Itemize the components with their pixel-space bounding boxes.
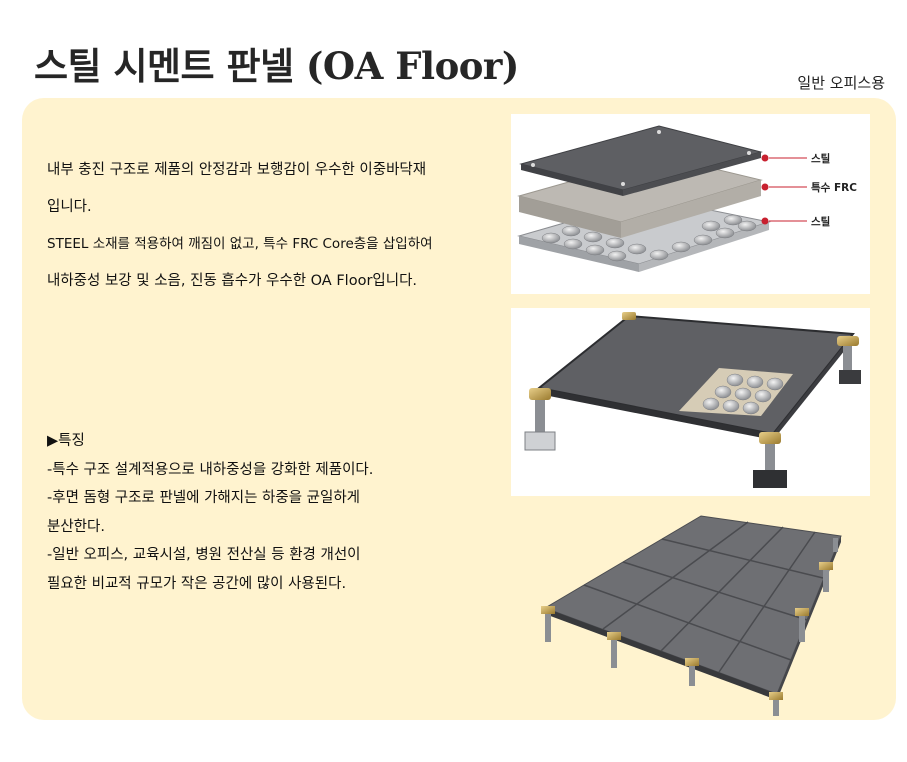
description-line: 내부 충진 구조로 제품의 안정감과 보행감이 우수한 이중바닥재 [47,162,427,178]
panel-pedestal-photo [511,308,870,496]
feature-line: -후면 돔형 구조로 판넬에 가해지는 하중을 균일하게 [47,490,361,506]
page-subtitle: 일반 오피스용 [797,74,885,92]
product-description: 내부 충진 구조로 제품의 안정감과 보행감이 우수한 이중바닥재 입니다. S… [47,152,502,300]
marker-middle [761,183,769,191]
marker-top [761,154,769,162]
feature-line: -일반 오피스, 교육시설, 병원 전산실 등 환경 개선이 [47,547,361,563]
panel-layer-diagram: 스틸 특수 FRC 스틸 [511,114,870,294]
installed-floor-svg [541,515,842,716]
description-line: 내하중성 보강 및 소음, 진동 흡수가 우수한 OA Floor입니다. [47,273,418,289]
pedestal-panel [536,314,855,440]
installed-floor-photo [511,508,870,718]
feature-line: 분산한다. [47,518,105,535]
features-list: ▶특징 -특수 구조 설계적용으로 내하중성을 강화한 제품이다. -후면 돔형… [47,427,467,598]
marker-bottom [761,217,769,225]
top-steel-layer [519,125,763,196]
label-bottom-steel: 스틸 [811,215,830,228]
page-title: 스틸 시멘트 판넬 (OA Floor) [34,44,519,88]
layer-diagram-svg: 스틸 특수 FRC 스틸 [517,125,857,272]
description-line: 입니다. [47,199,92,215]
features-heading: ▶특징 [47,433,85,449]
pedestal-legs [524,312,861,488]
feature-line: 필요한 비교적 규모가 작은 공간에 많이 사용된다. [47,575,347,592]
label-top-steel: 스틸 [811,152,830,165]
description-line: STEEL 소재를 적용하여 깨짐이 없고, 특수 FRC Core층을 삽입하… [47,236,433,252]
feature-line: -특수 구조 설계적용으로 내하중성을 강화한 제품이다. [47,461,374,478]
pedestal-photo-svg [524,312,861,488]
layer-callouts: 스틸 특수 FRC 스틸 [761,152,857,228]
label-frc-core: 특수 FRC [811,182,857,194]
floor-pedestals [541,538,838,716]
